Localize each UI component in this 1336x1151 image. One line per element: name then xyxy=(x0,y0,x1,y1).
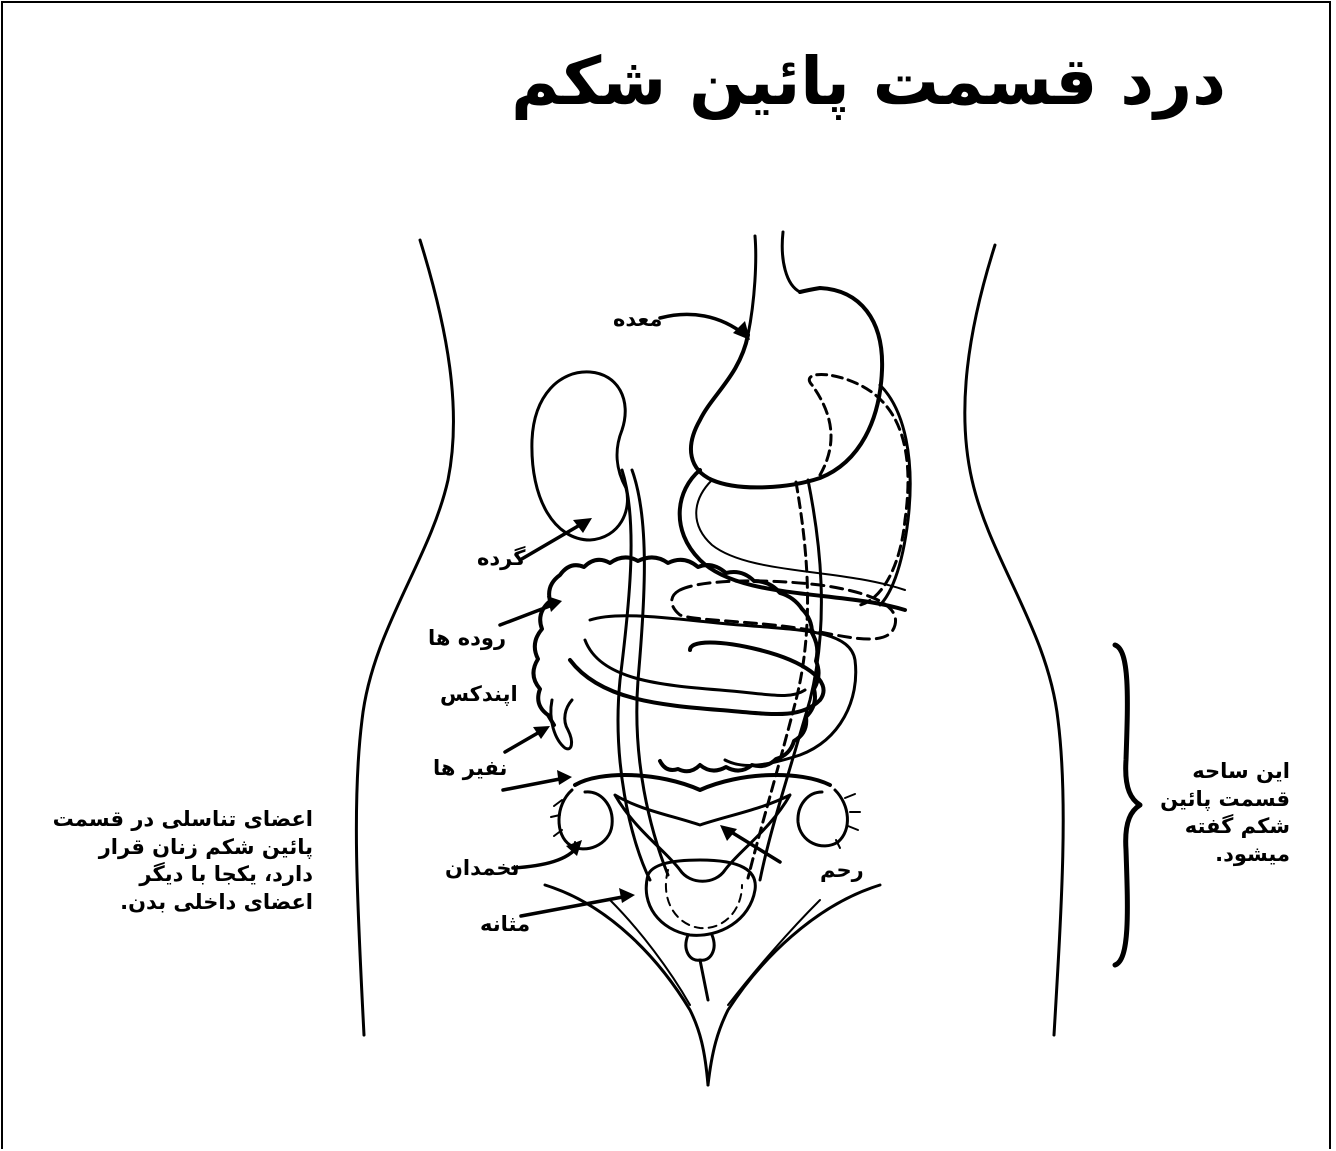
note-left-line: اعضای تناسلی در قسمت xyxy=(43,806,313,834)
small-intestine-loop xyxy=(570,643,824,715)
arrow-stomach xyxy=(660,314,745,335)
ovary-left-fimbria xyxy=(551,800,575,850)
kidney-right xyxy=(809,374,908,605)
arrow-ovary xyxy=(513,846,578,868)
label-stomach: معده xyxy=(613,309,662,330)
label-kidney: گرده xyxy=(477,548,525,569)
arrow-bladder xyxy=(521,896,628,916)
arrow-kidney xyxy=(520,522,585,560)
ovary-right xyxy=(798,790,848,846)
bladder xyxy=(646,860,755,935)
note-left: اعضای تناسلی در قسمت پائین شکم زنان قرار… xyxy=(43,806,313,917)
stomach xyxy=(691,288,882,487)
kidney-left xyxy=(532,372,628,540)
leg-line-left xyxy=(545,885,708,1085)
kidney-right-outer xyxy=(880,385,910,605)
label-tubes: نفیر ها xyxy=(433,758,507,779)
duodenum xyxy=(680,470,905,610)
leg-line-right xyxy=(708,885,880,1085)
arrowhead-bladder xyxy=(619,888,635,903)
bladder-dashed xyxy=(666,870,742,928)
arrow-tubes xyxy=(503,778,565,790)
body-outline-right xyxy=(965,245,1063,1035)
note-left-line: دارد، یکجا با دیگر xyxy=(43,861,313,889)
arrow-intestines xyxy=(500,604,555,625)
note-right-line: شکم گفته xyxy=(1140,813,1290,841)
label-uterus: رحم xyxy=(820,860,864,881)
arrowhead-stomach xyxy=(733,321,750,340)
arrowhead-tubes xyxy=(557,770,572,785)
lower-abdomen-bracket xyxy=(1115,645,1140,965)
note-left-line: پائین شکم زنان قرار xyxy=(43,834,313,862)
note-right-line: میشود. xyxy=(1140,841,1290,869)
label-ovary: تخمدان xyxy=(445,858,519,879)
label-appendix: اپندکس xyxy=(440,684,518,705)
label-bladder: مثانه xyxy=(480,914,530,935)
fallopian-tubes xyxy=(575,775,830,790)
arrowhead-intestines xyxy=(547,596,562,612)
note-right-line: قسمت پائین xyxy=(1140,786,1290,814)
large-intestine xyxy=(533,557,818,771)
esophagus xyxy=(748,232,800,335)
note-right-line: این ساحه xyxy=(1140,758,1290,786)
ovary-left xyxy=(559,790,612,849)
ureter-right xyxy=(760,480,821,880)
note-left-line: اعضای داخلی بدن. xyxy=(43,889,313,917)
urethra xyxy=(686,935,714,1000)
note-right: این ساحه قسمت پائین شکم گفته میشود. xyxy=(1140,758,1290,869)
label-intestines: روده ها xyxy=(428,628,506,649)
